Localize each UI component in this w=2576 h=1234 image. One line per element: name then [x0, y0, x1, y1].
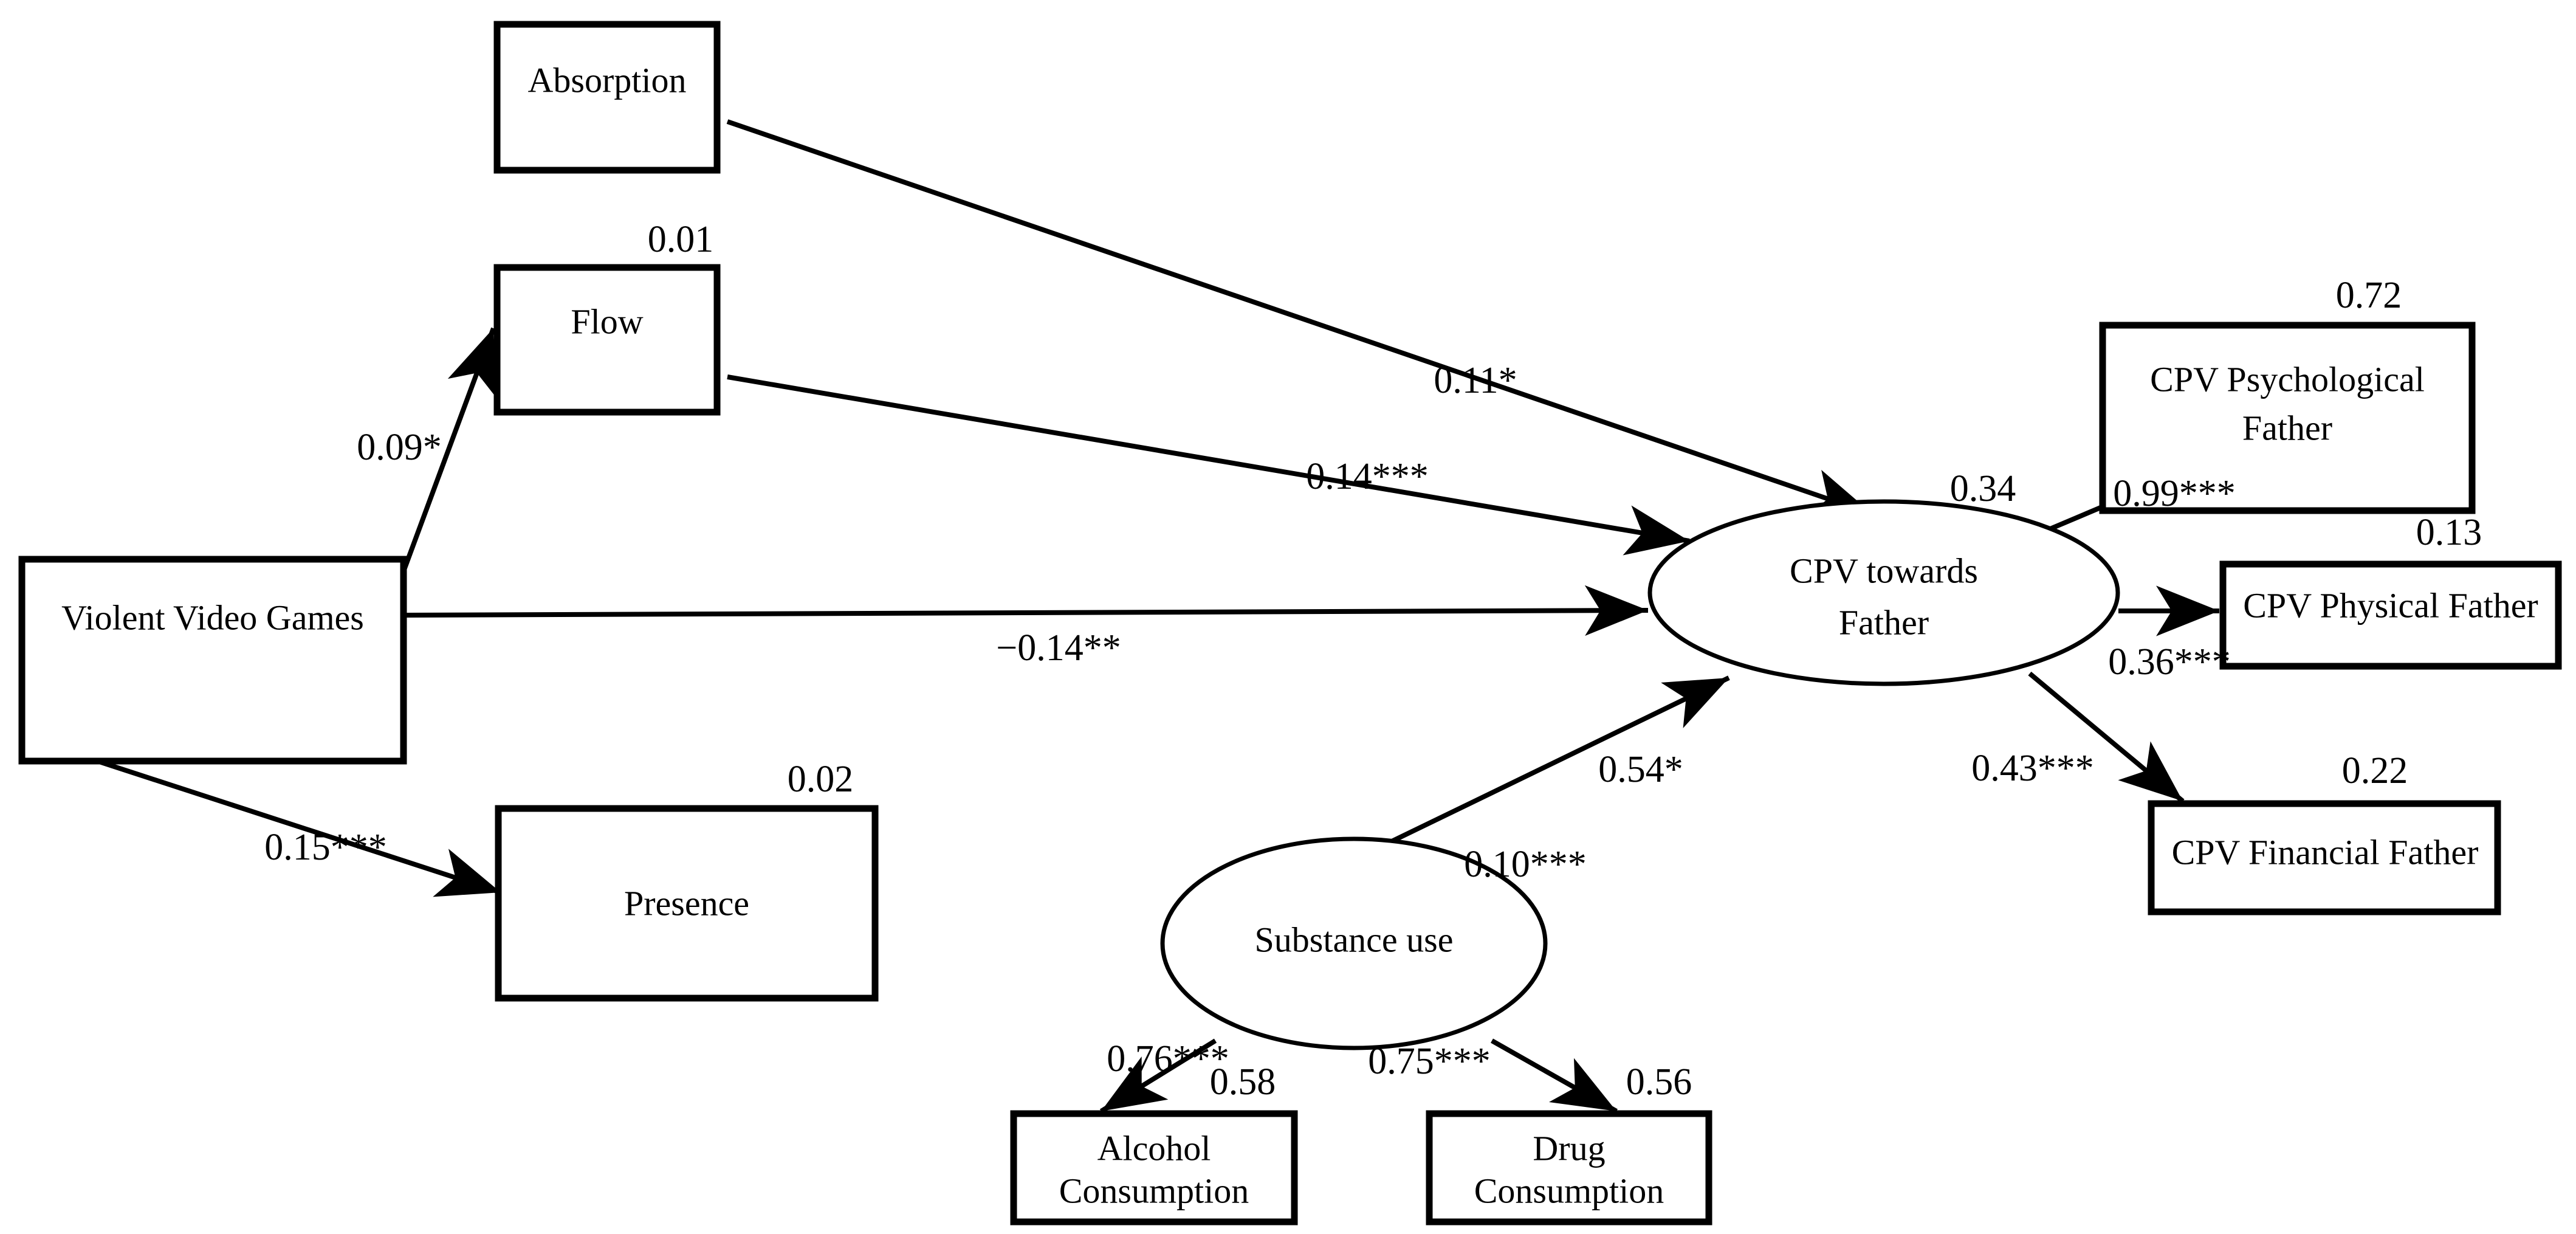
cpv-psychological-father-label-line2: Father	[2242, 408, 2332, 447]
edge-label-violent-flow: 0.09*	[357, 427, 442, 468]
cpv-physical-father-label: CPV Physical Father	[2243, 585, 2538, 625]
cpv-physical-father-r2-label: 0.13	[2416, 512, 2482, 553]
node-absorption[interactable]: Absorption	[493, 21, 721, 174]
drug-consumption-label-line1: Drug	[1533, 1128, 1605, 1168]
presence-box[interactable]	[495, 805, 879, 1002]
cpv-financial-father-label: CPV Financial Father	[2172, 832, 2479, 872]
cpv-towards-father-r2-label: 0.34	[1950, 468, 2016, 509]
edge-violent-to-cpv	[403, 585, 1649, 636]
node-cpv-psychological-father[interactable]: CPV Psychological Father 0.72	[2099, 275, 2476, 514]
flow-box[interactable]	[493, 264, 721, 416]
node-presence[interactable]: Presence 0.02	[495, 759, 879, 1002]
alcohol-consumption-label-line2: Consumption	[1059, 1171, 1249, 1210]
edge-absorption-to-cpv	[726, 119, 1874, 518]
edge-label-cpv-financial: 0.43***	[1971, 748, 2094, 789]
substance-use-label: Substance use	[1255, 920, 1454, 959]
edge-label-flow-cpv: 0.14***	[1306, 456, 1429, 497]
substance-use-r2-label: 0.10***	[1464, 844, 1587, 885]
edge-label-violent-presence: 0.15***	[264, 827, 387, 868]
cpv-psychological-father-label-line1: CPV Psychological	[2150, 359, 2425, 399]
drug-consumption-box[interactable]	[1426, 1110, 1712, 1225]
cpv-towards-father-ellipse[interactable]	[1647, 499, 2120, 686]
cpv-financial-father-r2-label: 0.22	[2342, 750, 2408, 791]
cpv-psychological-father-r2-label: 0.72	[2336, 275, 2402, 316]
edge-label-substance-cpv: 0.54*	[1598, 749, 1683, 790]
edge-label-absorption-cpv: 0.11*	[1434, 360, 1517, 401]
cpv-towards-father-label-line2: Father	[1839, 602, 1929, 642]
edge-violent-to-presence	[96, 759, 502, 897]
edge-substance-to-drug	[1491, 1038, 1618, 1114]
absorption-label: Absorption	[528, 60, 687, 100]
drug-consumption-label-line2: Consumption	[1474, 1171, 1664, 1210]
node-alcohol-consumption[interactable]: Alcohol Consumption 0.58	[1010, 1061, 1298, 1225]
edge-substance-to-cpv	[1343, 675, 1730, 867]
cpv-financial-father-box[interactable]	[2148, 800, 2501, 915]
edge-label-substance-alcohol: 0.76***	[1107, 1038, 1229, 1080]
substance-use-ellipse[interactable]	[1160, 836, 1548, 1050]
node-substance-use[interactable]: Substance use 0.10***	[1160, 836, 1587, 1050]
flow-label: Flow	[571, 302, 643, 341]
alcohol-consumption-r2-label: 0.58	[1210, 1061, 1276, 1103]
violent-video-games-box[interactable]	[18, 556, 407, 765]
node-flow[interactable]: Flow 0.01	[493, 219, 721, 416]
cpv-towards-father-label-line1: CPV towards	[1790, 551, 1978, 590]
edge-label-cpv-physical: 0.36***	[2108, 641, 2231, 683]
flow-r2-label: 0.01	[648, 219, 714, 260]
alcohol-consumption-box[interactable]	[1010, 1110, 1298, 1225]
edge-label-substance-drug: 0.75***	[1368, 1041, 1491, 1082]
edge-substance-to-alcohol	[1099, 1038, 1217, 1114]
presence-label: Presence	[624, 883, 749, 923]
violent-video-games-label: Violent Video Games	[61, 598, 364, 637]
edge-cpv-to-financial	[2028, 671, 2185, 804]
node-cpv-towards-father[interactable]: CPV towards Father 0.34	[1647, 468, 2120, 686]
edge-label-violent-cpv: −0.14**	[996, 627, 1121, 669]
cpv-physical-father-box[interactable]	[2219, 560, 2562, 670]
alcohol-consumption-label-line1: Alcohol	[1097, 1128, 1211, 1168]
absorption-box[interactable]	[493, 21, 721, 174]
node-drug-consumption[interactable]: Drug Consumption 0.56	[1426, 1061, 1712, 1225]
edge-label-cpv-psychological: 0.99***	[2113, 473, 2236, 514]
node-cpv-financial-father[interactable]: CPV Financial Father 0.22	[2148, 750, 2501, 915]
node-violent-video-games[interactable]: Violent Video Games	[18, 556, 407, 765]
cpv-psychological-father-box[interactable]	[2099, 322, 2476, 514]
node-cpv-physical-father[interactable]: CPV Physical Father 0.13	[2219, 512, 2562, 670]
edge-flow-to-cpv	[727, 374, 1690, 556]
presence-r2-label: 0.02	[788, 759, 854, 800]
drug-consumption-r2-label: 0.56	[1626, 1061, 1692, 1103]
